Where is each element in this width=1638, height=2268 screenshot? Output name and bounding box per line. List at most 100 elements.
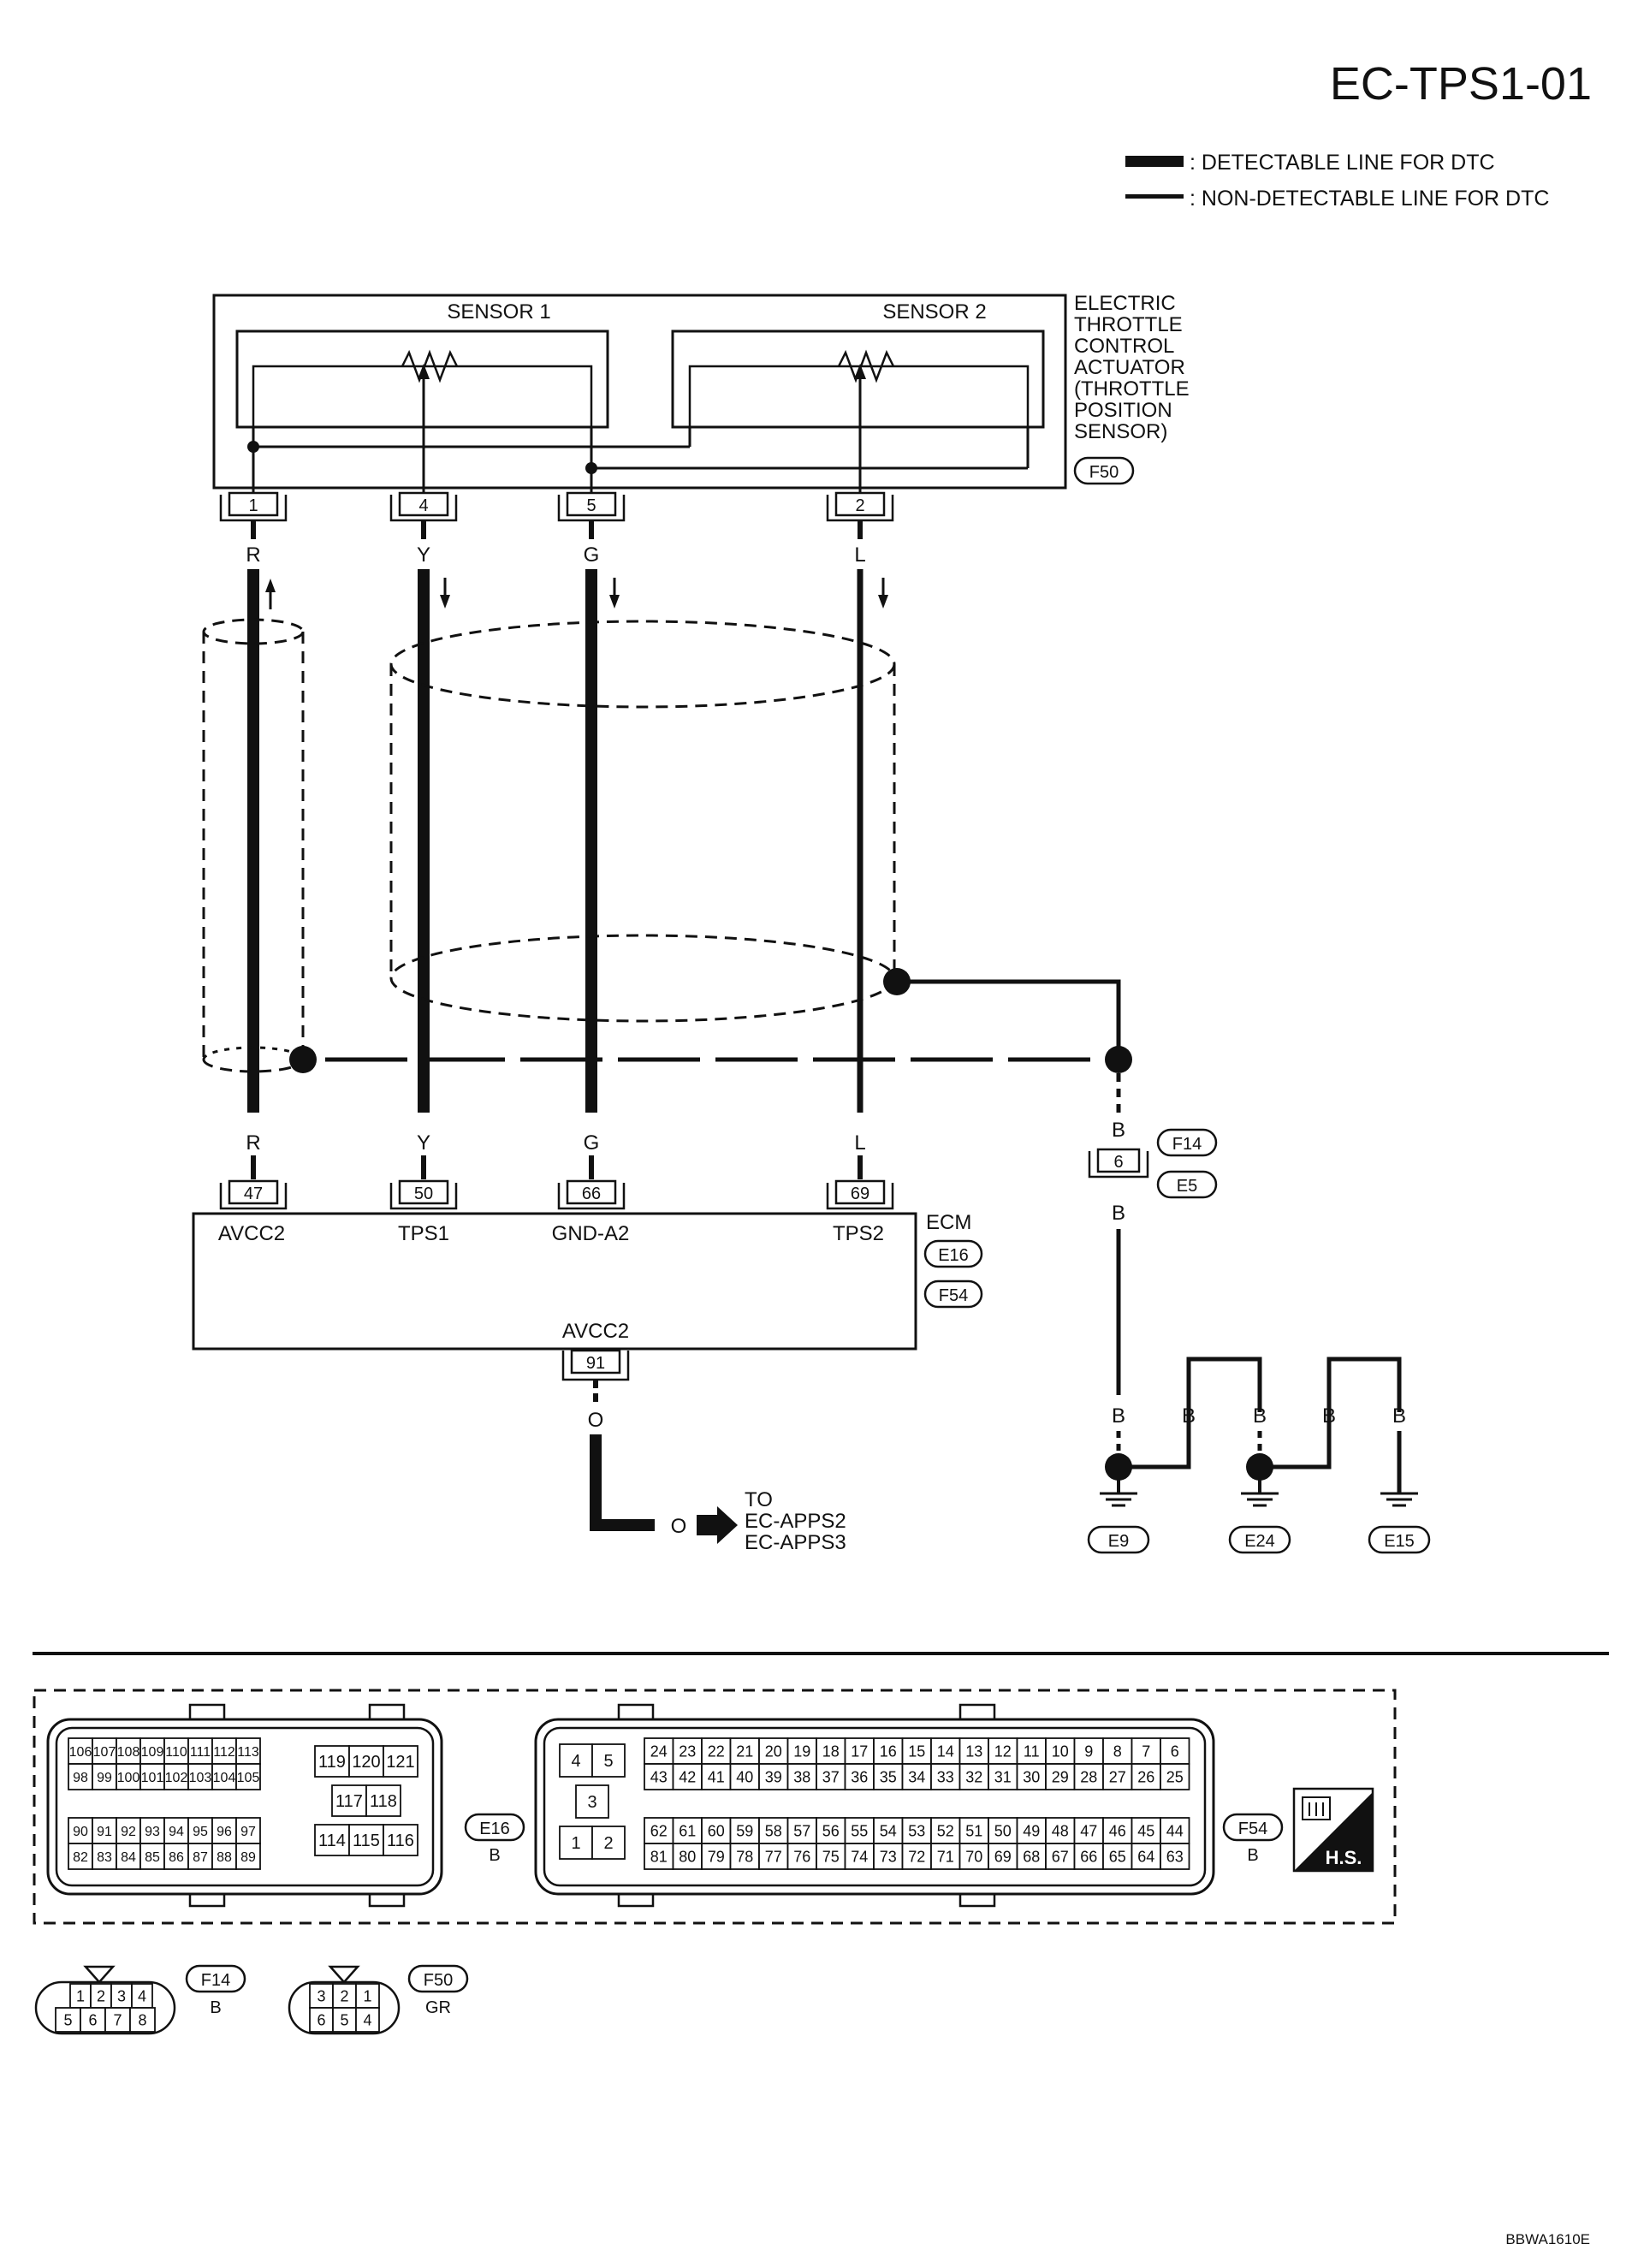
f54-pin-label: 33 bbox=[937, 1768, 954, 1785]
f54-pin-label: 67 bbox=[1052, 1848, 1069, 1865]
svg-text:B: B bbox=[489, 1846, 500, 1865]
f54-pin-label: 65 bbox=[1109, 1848, 1126, 1865]
f54-pin-label: 54 bbox=[880, 1822, 897, 1839]
f54-pin-label: 26 bbox=[1137, 1768, 1154, 1785]
ground-label-e9: E9 bbox=[1108, 1532, 1129, 1551]
pin-cell bbox=[1160, 1843, 1190, 1870]
pin-cell bbox=[644, 1737, 674, 1765]
svg-text:66: 66 bbox=[582, 1184, 601, 1203]
f54-pin-label: 51 bbox=[965, 1822, 982, 1839]
f54-pin-label: 80 bbox=[679, 1848, 696, 1865]
f54-pin-label: 78 bbox=[736, 1848, 753, 1865]
svg-text:O: O bbox=[671, 1515, 687, 1538]
legend-nondetectable-label: : NON-DETECTABLE LINE FOR DTC bbox=[1190, 187, 1549, 211]
pin-cell bbox=[1160, 1817, 1190, 1844]
legend-detectable-label: : DETECTABLE LINE FOR DTC bbox=[1190, 151, 1495, 175]
svg-text:6: 6 bbox=[1113, 1153, 1123, 1172]
pin-cell bbox=[644, 1843, 674, 1870]
pin-cell bbox=[591, 1743, 626, 1778]
pin-cell bbox=[1160, 1737, 1190, 1765]
f54-pin-label: 74 bbox=[851, 1848, 868, 1865]
wire-color-g-top: G bbox=[584, 543, 600, 567]
ecm-pin-47: 47 bbox=[219, 1179, 288, 1210]
legend: : DETECTABLE LINE FOR DTC : NON-DETECTAB… bbox=[1125, 151, 1549, 211]
e16-pin-label: 119 bbox=[318, 1753, 346, 1772]
f54-pin-label: 25 bbox=[1166, 1768, 1184, 1785]
svg-text:F14: F14 bbox=[201, 1971, 230, 1990]
actuator-pin-1: 1 bbox=[219, 491, 288, 522]
pin-cell bbox=[901, 1763, 932, 1790]
svg-text:69: 69 bbox=[851, 1184, 869, 1203]
pin-cell bbox=[816, 1737, 846, 1765]
f54-pin-label: 79 bbox=[708, 1848, 725, 1865]
svg-text:B: B bbox=[1247, 1846, 1258, 1865]
f14-pin-label: 8 bbox=[138, 2011, 146, 2028]
ecm: AVCC2 TPS1 GND-A2 TPS2 ECM E16 F54 AVCC2 bbox=[192, 1211, 983, 1351]
legend-nondetectable-swatch bbox=[1125, 194, 1184, 199]
pin-cell bbox=[1073, 1843, 1104, 1870]
pin-cell bbox=[816, 1843, 846, 1870]
svg-text:ELECTRIC: ELECTRIC bbox=[1074, 292, 1176, 315]
e16-pin-label: 84 bbox=[121, 1850, 136, 1865]
pin-cell bbox=[958, 1843, 989, 1870]
wire-color-r-top: R bbox=[246, 543, 260, 567]
e16-pin-label: 111 bbox=[190, 1745, 211, 1760]
e16-pin-label: 101 bbox=[141, 1771, 164, 1785]
svg-text:GND-A2: GND-A2 bbox=[552, 1222, 630, 1245]
f54-pin-label: 57 bbox=[793, 1822, 810, 1839]
ground-label-e24: E24 bbox=[1244, 1532, 1275, 1551]
pin-cell bbox=[844, 1817, 875, 1844]
svg-text:B: B bbox=[1253, 1404, 1267, 1428]
pin-cell bbox=[591, 1826, 626, 1860]
f54-pin-label: 50 bbox=[994, 1822, 1012, 1839]
pin-cell bbox=[163, 1737, 189, 1765]
f54-pin-label: 23 bbox=[679, 1743, 696, 1760]
svg-text:E5: E5 bbox=[1177, 1177, 1197, 1196]
pin-cell bbox=[1160, 1763, 1190, 1790]
connector-panel bbox=[33, 1689, 1397, 1925]
f54-pin-label: 38 bbox=[793, 1768, 810, 1785]
pin-cell bbox=[104, 2007, 131, 2033]
f54-pin-label: 72 bbox=[908, 1848, 925, 1865]
wire-color-l-bottom: L bbox=[854, 1131, 865, 1155]
f50-pin-label: 6 bbox=[317, 2011, 325, 2028]
ecm-label: ECM bbox=[926, 1211, 971, 1234]
svg-text:E16: E16 bbox=[938, 1246, 969, 1265]
pin-cell bbox=[235, 1843, 261, 1870]
pin-cell bbox=[129, 2007, 156, 2033]
sensor2-wiper-arrow bbox=[854, 364, 866, 379]
f54-pin-label: 55 bbox=[851, 1822, 868, 1839]
shield-junction-dot bbox=[1105, 1046, 1132, 1073]
svg-text:POSITION: POSITION bbox=[1074, 399, 1172, 422]
svg-text:91: 91 bbox=[586, 1354, 605, 1373]
f14-pin-label: 2 bbox=[97, 1987, 105, 2004]
pin-cell bbox=[758, 1817, 789, 1844]
e16-pin-label: 110 bbox=[165, 1745, 187, 1760]
e16-pin-label: 86 bbox=[169, 1850, 184, 1865]
e16-pin-label: 94 bbox=[169, 1825, 184, 1839]
f14-pin-label: 4 bbox=[138, 1987, 146, 2004]
svg-text:B: B bbox=[1112, 1202, 1125, 1225]
e16-pin-label: 118 bbox=[370, 1792, 397, 1811]
f54-pin-label: 4 bbox=[571, 1752, 580, 1771]
pin-cell bbox=[729, 1843, 760, 1870]
ecm-pins: 47 50 66 69 bbox=[219, 1179, 894, 1210]
shield-tps bbox=[389, 620, 896, 1023]
sensor2-label: SENSOR 2 bbox=[882, 300, 986, 324]
f54-pin-label: 16 bbox=[880, 1743, 897, 1760]
svg-text:CONTROL: CONTROL bbox=[1074, 335, 1174, 358]
f54-pin-label: 41 bbox=[708, 1768, 725, 1785]
e16-pin-label: 96 bbox=[217, 1825, 232, 1839]
f54-pin-label: 8 bbox=[1113, 1743, 1122, 1760]
pin-cell bbox=[365, 1784, 401, 1817]
f50-pin-label: 5 bbox=[340, 2011, 348, 2028]
pin-cell bbox=[80, 2007, 106, 2033]
f54-pin-label: 32 bbox=[965, 1768, 982, 1785]
f54-pin-label: 11 bbox=[1024, 1743, 1040, 1760]
f54-pin-label: 43 bbox=[650, 1768, 668, 1785]
pin-cell bbox=[988, 1843, 1018, 1870]
f54-pin-label: 81 bbox=[650, 1848, 668, 1865]
f54-pin-label: 6 bbox=[1171, 1743, 1179, 1760]
f54-pin-label: 24 bbox=[650, 1743, 668, 1760]
